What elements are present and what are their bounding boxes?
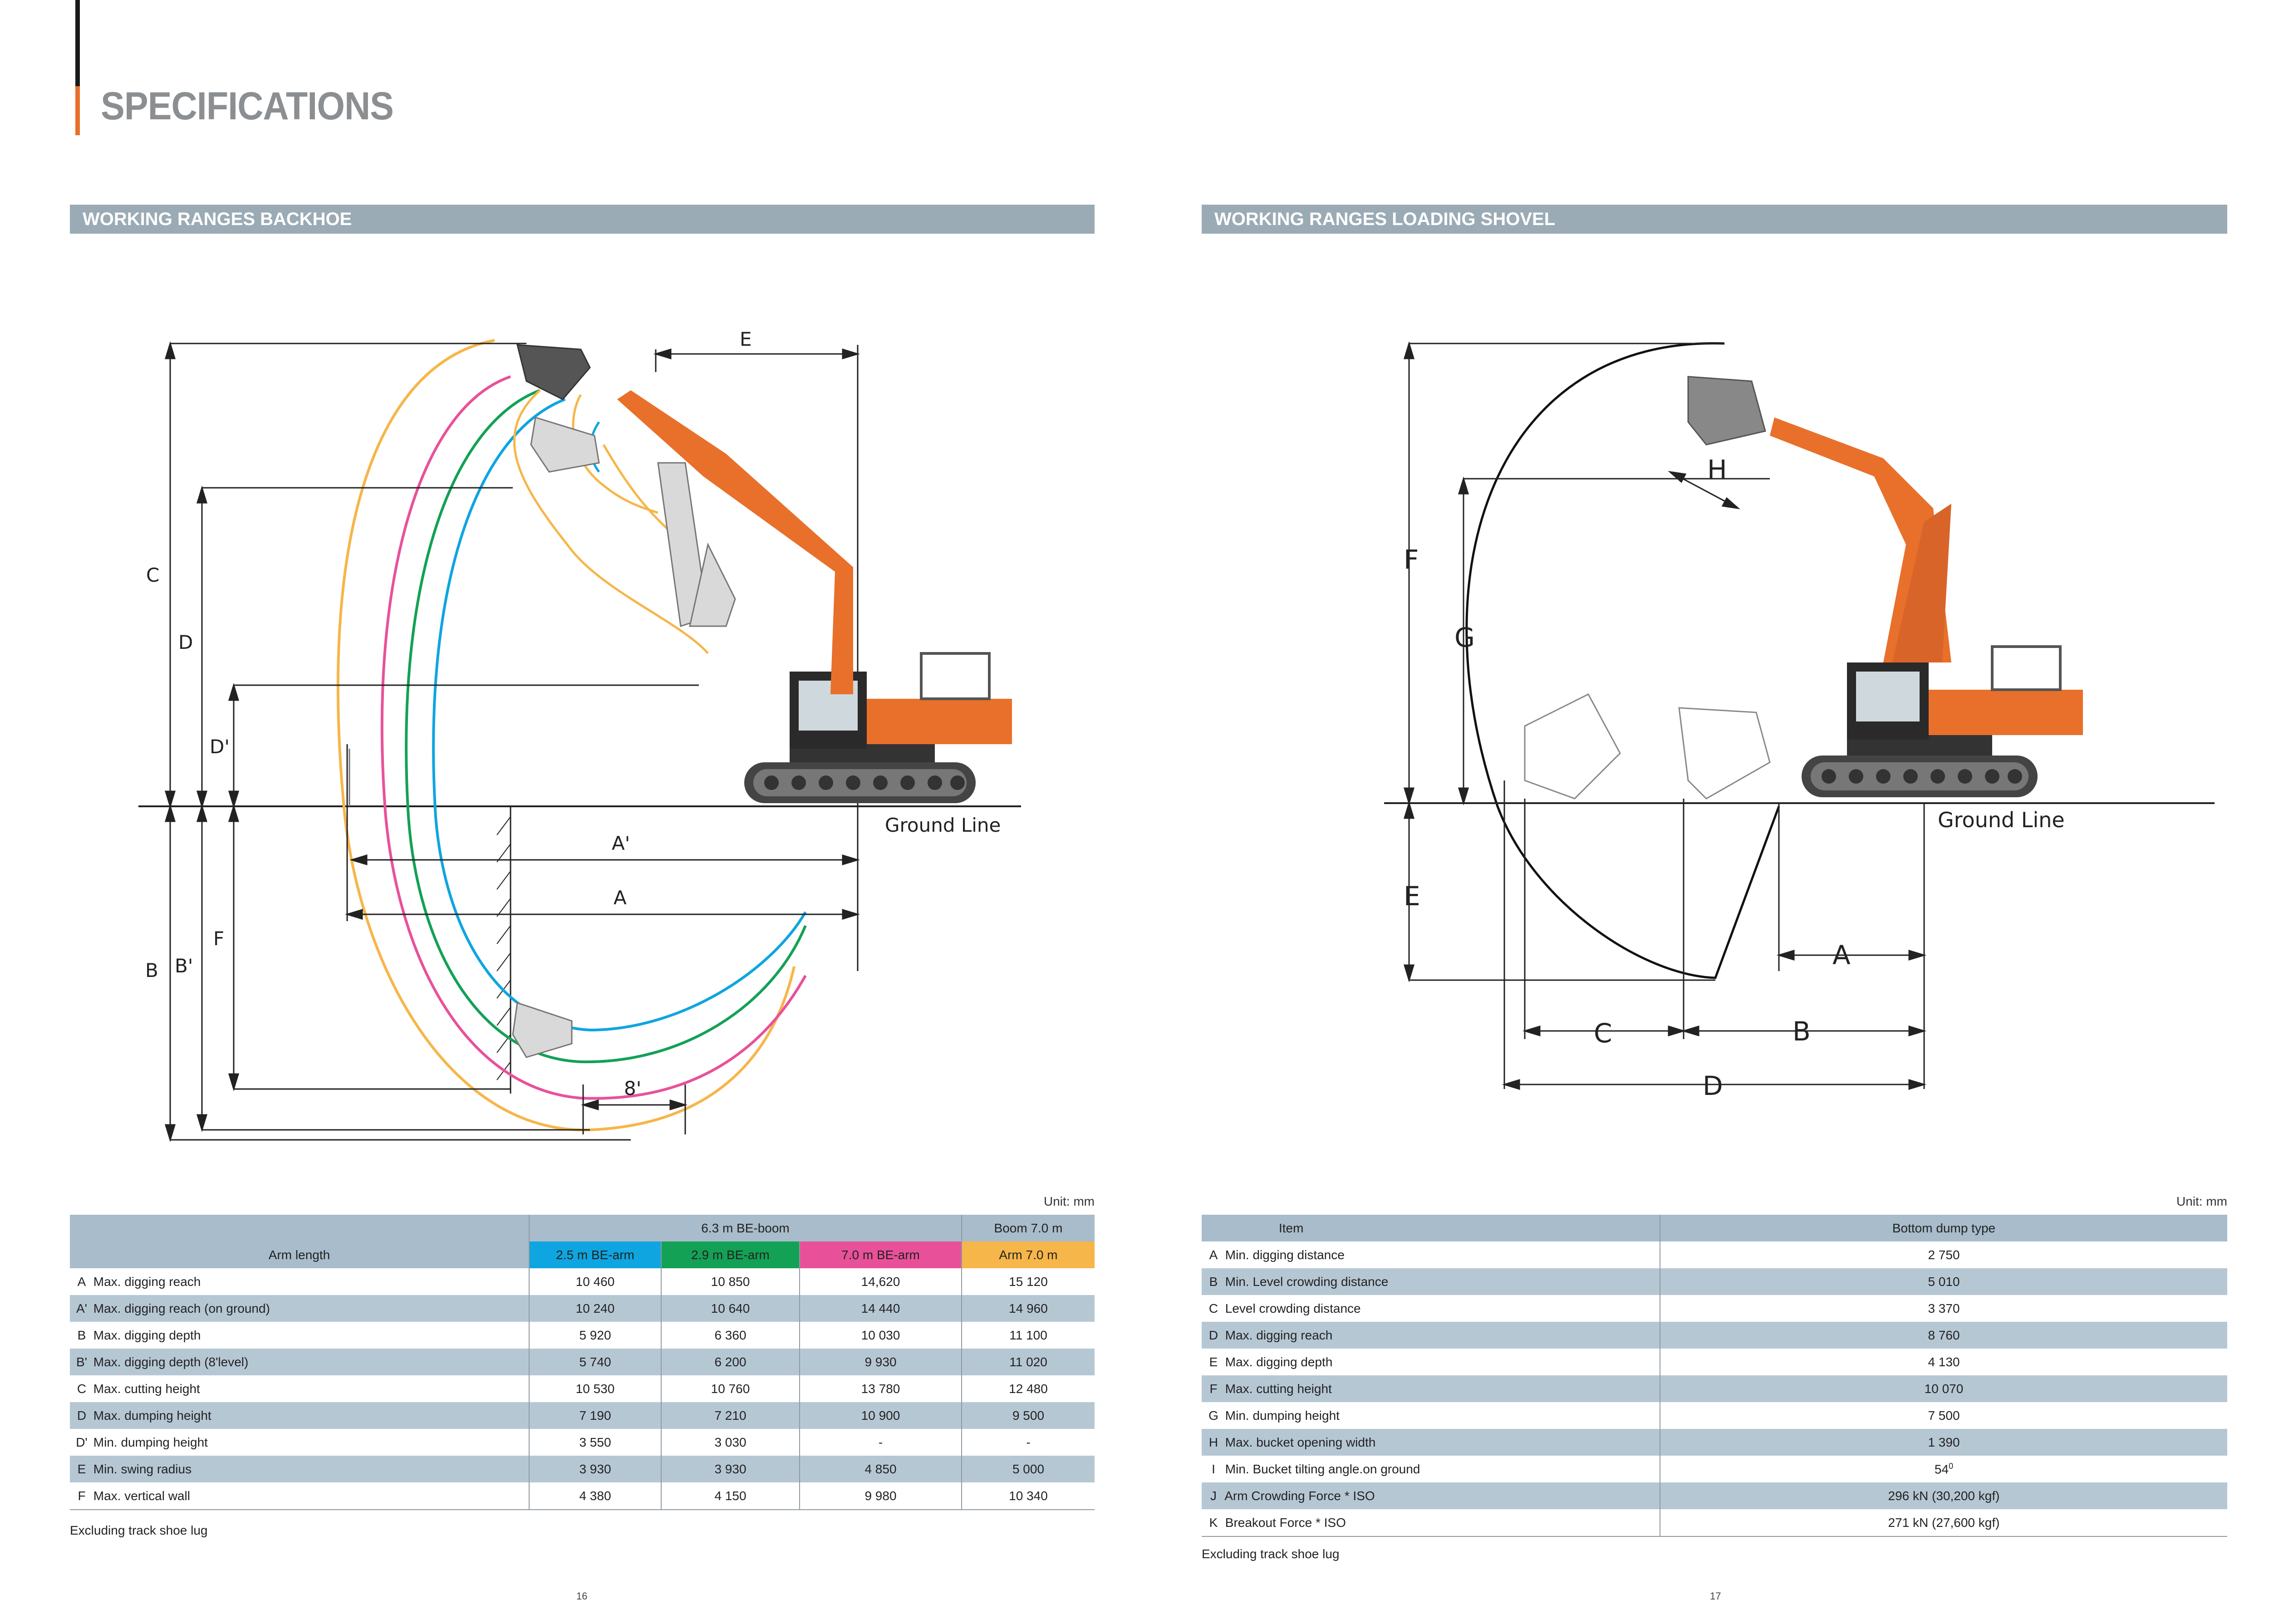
label-b: B (145, 959, 158, 981)
table-row: A' Max. digging reach (on ground) 10 240… (70, 1295, 1095, 1322)
label-e: E (740, 328, 752, 350)
shovel-label-f: F (1404, 544, 1419, 575)
unit-label-left: Unit: mm (1044, 1194, 1095, 1208)
label-b-prime: B' (175, 955, 193, 977)
group-header-boom: 6.3 m BE-boom (529, 1215, 962, 1241)
header-bottom-dump-type: Bottom dump type (1660, 1215, 2227, 1241)
col-header-2-5-arm: 2.5 m BE-arm (529, 1241, 661, 1268)
title-accent-bar-black (75, 0, 80, 86)
header-item: Item (1202, 1215, 1660, 1241)
shovel-label-d: D (1703, 1070, 1723, 1101)
shovel-label-a: A (1832, 940, 1851, 971)
range-arc-2-9-be-arm (405, 389, 807, 1064)
footnote-right: Excluding track shoe lug (1202, 1547, 1340, 1561)
label-8-prime: 8' (624, 1077, 641, 1099)
loading-shovel-working-range-diagram: F G E H A C B D Ground Line (1384, 341, 2215, 1101)
shovel-label-b: B (1793, 1016, 1811, 1047)
label-c: C (146, 564, 159, 586)
section-title-loading-shovel: WORKING RANGES LOADING SHOVEL (1202, 205, 2227, 234)
row-header-arm-length: Arm length (70, 1241, 529, 1268)
footnote-left: Excluding track shoe lug (70, 1523, 208, 1537)
label-f: F (213, 927, 224, 950)
section-title-backhoe: WORKING RANGES BACKHOE (70, 205, 1095, 234)
backhoe-working-range-diagram: C D D' E A' A B B' F 8' Ground Line (138, 328, 1021, 1143)
backhoe-spec-table: 6.3 m BE-boom Boom 7.0 m Arm length 2.5 … (70, 1215, 1095, 1510)
backhoe-excavator-illustration (512, 344, 1012, 1058)
loading-shovel-spec-table: Item Bottom dump type A Min. digging dis… (1202, 1215, 2227, 1537)
range-arc-7-0-be-arm (380, 375, 807, 1100)
loading-shovel-excavator-illustration (1524, 376, 2083, 800)
page-number-right: 17 (1710, 1590, 1721, 1602)
unit-label-right: Unit: mm (2176, 1194, 2227, 1208)
shovel-label-h: H (1707, 454, 1727, 485)
title-accent-bar-orange (75, 86, 80, 135)
page-title: SPECIFICATIONS (101, 84, 394, 128)
label-a: A (614, 887, 627, 909)
label-a-prime: A' (612, 832, 630, 854)
label-d-prime: D' (210, 736, 230, 758)
shovel-label-e: E (1404, 881, 1420, 912)
range-arc-arm-7-0 (336, 339, 796, 1132)
page-number-left: 16 (576, 1590, 588, 1602)
group-header-boom-7: Boom 7.0 m (961, 1215, 1095, 1241)
shovel-label-g: G (1454, 622, 1475, 653)
label-d: D (178, 631, 193, 653)
table-header-blank (70, 1215, 529, 1241)
ground-line-label: Ground Line (885, 814, 1001, 836)
col-header-7-0-be-arm: 7.0 m BE-arm (799, 1241, 962, 1268)
shovel-ground-line-label: Ground Line (1938, 808, 2065, 832)
shovel-label-c: C (1594, 1018, 1612, 1049)
col-header-2-9-arm: 2.9 m BE-arm (661, 1241, 800, 1268)
range-arc-2-5-be-arm (432, 398, 807, 1032)
shovel-range-envelope (1465, 342, 1780, 979)
col-header-7-0-arm: Arm 7.0 m (961, 1241, 1095, 1268)
